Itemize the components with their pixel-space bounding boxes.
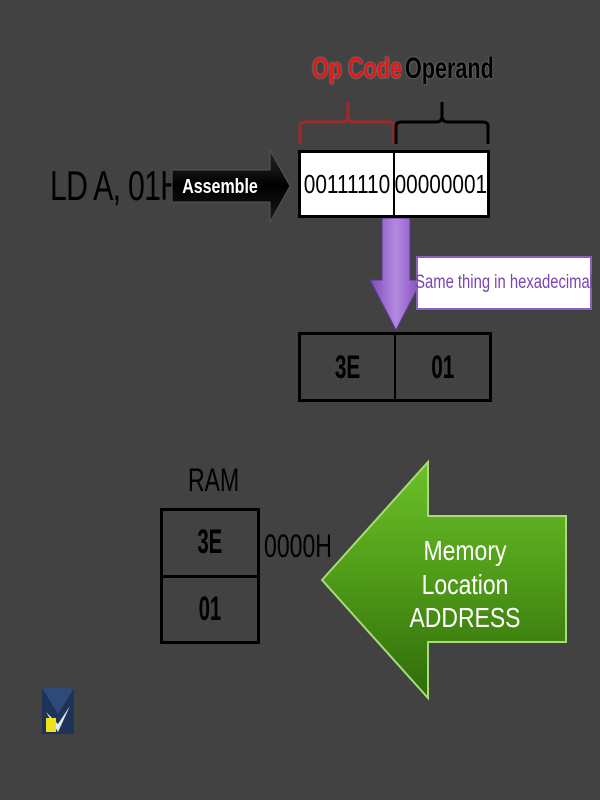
hex-operand-value: 01 bbox=[430, 348, 455, 385]
binary-opcode-value: 00111110 bbox=[303, 168, 391, 199]
hex-conversion-arrow bbox=[369, 218, 423, 332]
hex-instruction-box: 3E 01 bbox=[298, 332, 492, 402]
hex-note-text: Same thing in hexadecimal bbox=[415, 272, 593, 293]
ram-cell-value: 01 bbox=[198, 589, 222, 628]
binary-opcode-cell: 00111110 bbox=[301, 153, 393, 215]
memory-location-text: Memory Location ADDRESS bbox=[360, 534, 570, 635]
operand-label: Operand bbox=[405, 52, 494, 85]
ram-label: RAM bbox=[188, 462, 240, 498]
ram-cell: 01 bbox=[163, 574, 257, 642]
binary-operand-cell: 00000001 bbox=[393, 153, 487, 215]
field-braces bbox=[298, 102, 490, 144]
opcode-label: Op Code bbox=[312, 52, 402, 85]
binary-operand-value: 00000001 bbox=[394, 168, 487, 199]
binary-instruction-box: 00111110 00000001 bbox=[298, 150, 490, 218]
assembly-instruction: LD A, 01H bbox=[50, 162, 182, 209]
ram-cell: 3E bbox=[163, 511, 257, 575]
memory-location-line2: ADDRESS bbox=[409, 602, 521, 634]
memory-location-arrow bbox=[320, 459, 567, 701]
hex-operand-cell: 01 bbox=[394, 335, 489, 399]
hex-opcode-cell: 3E bbox=[301, 335, 394, 399]
hex-note: Same thing in hexadecimal bbox=[415, 256, 593, 310]
ram-cell-value: 3E bbox=[197, 523, 223, 562]
memory-location-line1: Memory Location bbox=[421, 535, 509, 600]
assemble-arrow: Assemble bbox=[171, 148, 291, 224]
memory-address-label: 0000H bbox=[264, 528, 332, 564]
hex-opcode-value: 3E bbox=[334, 348, 361, 385]
ram-table: 3E 01 bbox=[160, 508, 260, 644]
assemble-label: Assemble bbox=[182, 175, 258, 197]
logo-icon bbox=[42, 688, 74, 734]
